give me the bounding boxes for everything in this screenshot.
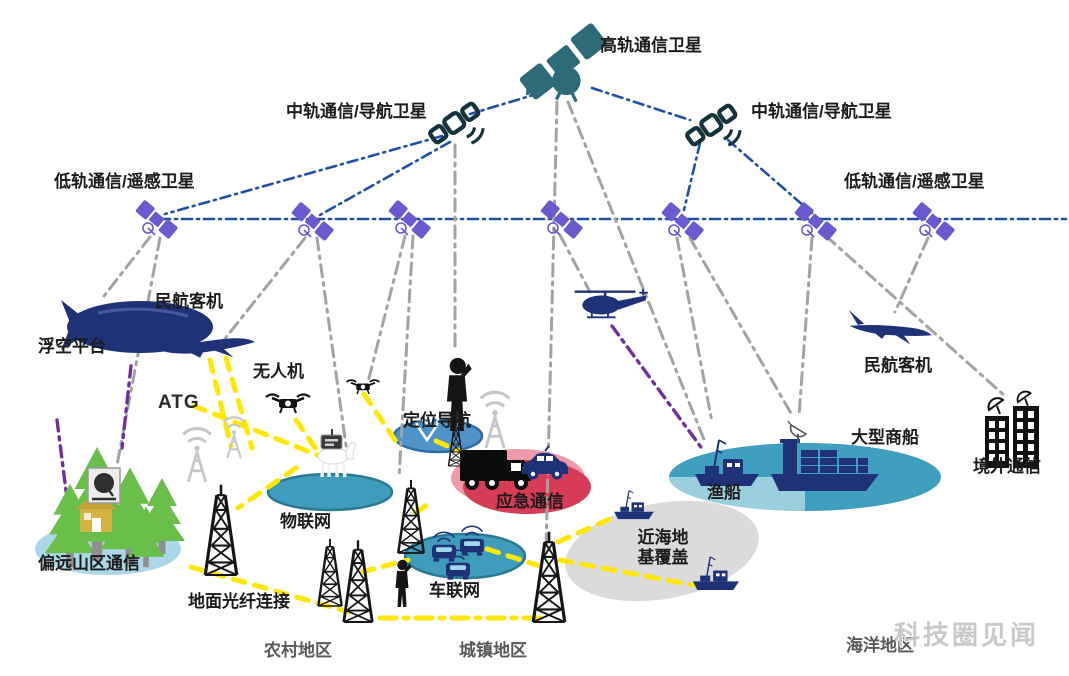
overseas-label: 境外通信: [973, 457, 1041, 476]
airliner-left-label: 民航客机: [155, 292, 223, 311]
person-icon: [395, 559, 412, 607]
cell-tower-icon: [396, 478, 426, 555]
ship-dish-icon: [787, 420, 807, 443]
meo-satellite-right-icon: [685, 103, 740, 146]
emergency-label: 应急通信: [496, 492, 564, 511]
atg-label: ATG: [158, 392, 200, 413]
ocean-area-label: 海洋地区: [846, 636, 914, 655]
drone-icon: [264, 393, 312, 415]
geo-satellite-label: 高轨通信卫星: [600, 36, 702, 55]
antenna-icon: [479, 390, 511, 450]
aerostat-label: 浮空平台: [38, 337, 106, 356]
satellite-backbone-links: [158, 86, 1068, 221]
iov-label: 车联网: [429, 581, 480, 600]
antenna-icon: [181, 426, 213, 484]
satellite-dish-icon: [987, 397, 1004, 415]
iot-label: 物联网: [280, 512, 331, 531]
meo-satellite-left-label: 中轨通信/导航卫星: [286, 102, 427, 121]
leo-satellite-icon: [911, 200, 957, 243]
meo-satellite-right-label: 中轨通信/导航卫星: [751, 102, 892, 121]
offshore-coverage-label-line1: 近海地: [637, 528, 689, 547]
iot-zone: [266, 472, 394, 512]
airliner-right-icon: [845, 309, 934, 347]
ground-fiber-label: 地面光纤连接: [188, 592, 290, 611]
leo-satellite-icon: [290, 200, 336, 243]
rural-area-label: 农村地区: [264, 641, 332, 660]
icons: [44, 20, 1039, 624]
remote-mountain-label: 偏远山区通信: [38, 554, 140, 573]
uav-label: 无人机: [253, 362, 304, 381]
merchant-ship-label: 大型商船: [851, 428, 919, 447]
watermark: 科技圈见闻: [894, 620, 1040, 650]
fishing-boat-label: 渔船: [707, 483, 741, 502]
offshore-coverage-label: 近海地 基覆盖: [615, 528, 711, 567]
cell-tower-icon: [342, 538, 374, 624]
leo-satellite-right-label: 低轨通信/遥感卫星: [844, 172, 985, 191]
offshore-coverage-label-line2: 基覆盖: [637, 547, 689, 567]
cell-tower-icon: [531, 530, 567, 624]
satellite-dish-icon: [1016, 390, 1032, 407]
overseas-buildings-icon: [985, 390, 1039, 468]
airliner-right-label: 民航客机: [864, 356, 932, 375]
positioning-label: 定位导航: [403, 411, 471, 430]
offshore-zone: [565, 500, 759, 602]
cell-tower-icon: [203, 483, 239, 577]
relay-links: [55, 324, 705, 532]
leo-satellite-left-label: 低轨通信/遥感卫星: [54, 172, 195, 191]
urban-area-label: 城镇地区: [459, 641, 527, 660]
leo-satellite-icon: [793, 200, 839, 243]
cell-tower-icon: [317, 537, 343, 608]
leo-satellite-icon: [660, 200, 706, 243]
leo-satellite-icon: [134, 198, 180, 241]
livestock-iot-icon: [316, 427, 358, 479]
satellite-dish-icon: [86, 466, 122, 505]
helicopter-icon: [573, 287, 650, 319]
